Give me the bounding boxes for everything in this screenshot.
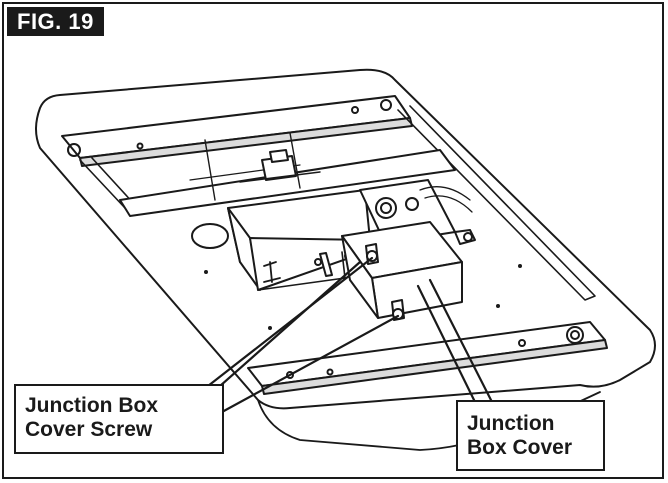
leader-lines: [206, 256, 494, 414]
callout-cover-line-1: Junction: [467, 412, 555, 435]
junction-box-cover-screw-upper: [365, 243, 379, 265]
lower-mounting-rail: [247, 321, 608, 395]
callout-junction-box-cover-screw: Junction Box Cover Screw: [14, 384, 224, 454]
wire-connector-block: [239, 149, 321, 183]
callout-screw-line-2: Cover Screw: [25, 418, 153, 441]
mounting-holes: [204, 264, 522, 330]
upper-mounting-rail: [61, 95, 413, 167]
callout-junction-box-cover: Junction Box Cover: [456, 400, 605, 471]
wing-nut-bolt: [263, 252, 333, 283]
right-rail: [397, 105, 596, 301]
hanger-bracket: [191, 189, 373, 291]
figure-label: FIG. 19: [7, 7, 104, 36]
center-frame: [119, 132, 456, 217]
callout-screw-line-1: Junction Box: [25, 394, 159, 417]
callout-cover-line-2: Box Cover: [467, 436, 573, 459]
